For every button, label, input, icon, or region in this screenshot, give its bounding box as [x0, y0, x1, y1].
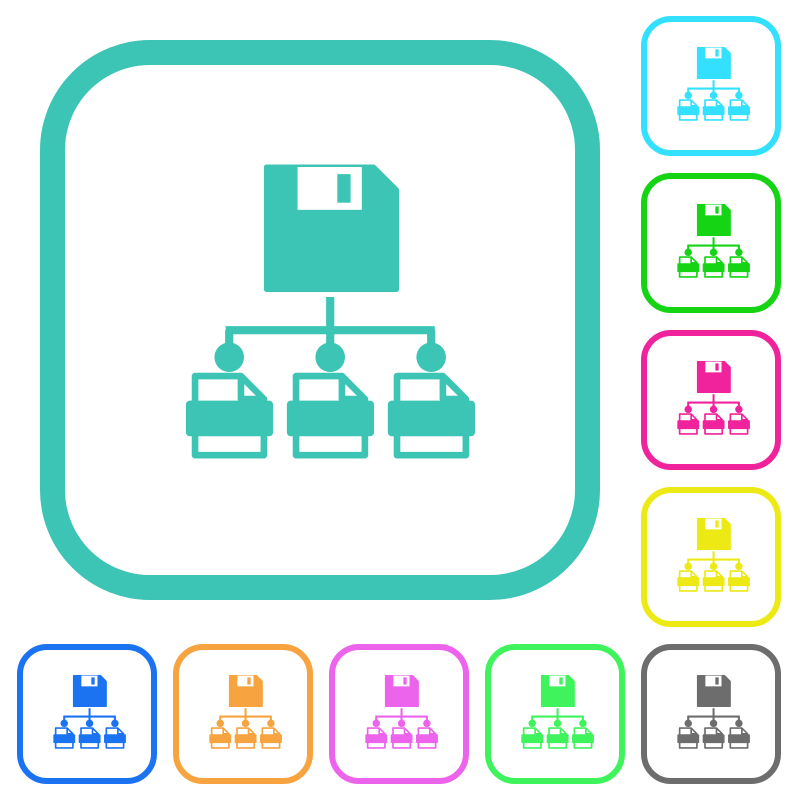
icon-variant-cyan [641, 16, 781, 156]
file-network-icon [209, 674, 282, 749]
file-network-icon [365, 674, 438, 749]
file-network-icon [185, 164, 476, 459]
file-network-icon [677, 360, 750, 435]
file-network-icon [53, 674, 126, 749]
icon-variant-green [641, 173, 781, 313]
icon-variant-magenta [641, 330, 781, 470]
icon-variant-main [40, 40, 600, 600]
file-network-icon [677, 517, 750, 592]
file-network-icon [677, 203, 750, 278]
icon-variant-orange [173, 644, 313, 784]
icon-variant-bright-green [485, 644, 625, 784]
file-network-icon [677, 674, 750, 749]
icon-variant-blue [17, 644, 157, 784]
icon-variant-gray [641, 644, 781, 784]
icon-variant-yellow [641, 487, 781, 627]
icon-variant-pink [329, 644, 469, 784]
file-network-icon [677, 46, 750, 121]
file-network-icon [521, 674, 594, 749]
